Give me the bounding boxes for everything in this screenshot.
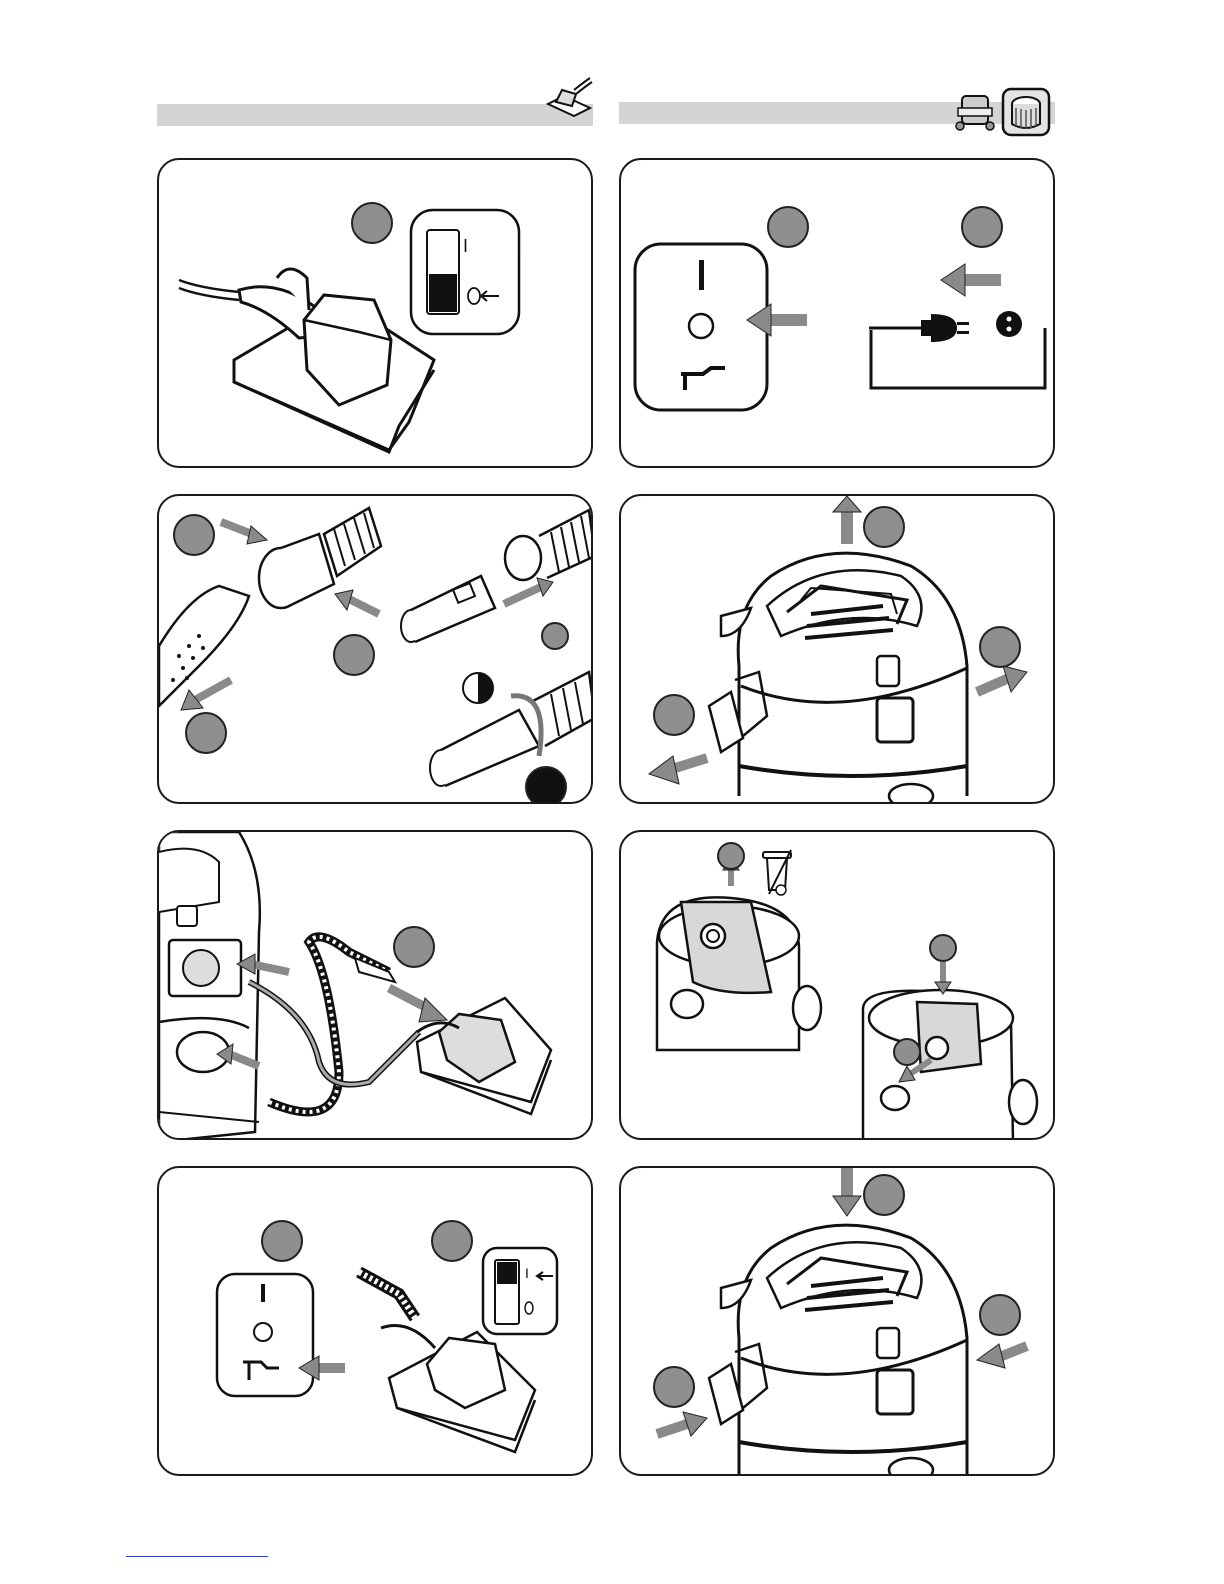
step-marker bbox=[767, 206, 809, 248]
sander-tool-icon bbox=[540, 74, 596, 124]
panel-sander-switch-off: I bbox=[157, 158, 593, 468]
step-marker bbox=[351, 202, 393, 244]
section-header-bar-left bbox=[157, 104, 593, 126]
panel-remove-motor-head bbox=[619, 494, 1055, 804]
step-marker bbox=[393, 926, 435, 968]
cartridge-filter-icon bbox=[1000, 86, 1052, 138]
step-marker bbox=[717, 842, 745, 870]
step-marker bbox=[173, 514, 215, 556]
step-marker bbox=[863, 506, 905, 548]
step-marker bbox=[863, 1174, 905, 1216]
panel-hose-adapters bbox=[157, 494, 593, 804]
footer-link-underline bbox=[126, 1556, 268, 1557]
switch-on-label-small: I bbox=[525, 1265, 529, 1281]
step-marker bbox=[261, 1220, 303, 1262]
step-marker bbox=[929, 934, 957, 962]
panel-replace-dust-bag bbox=[619, 830, 1055, 1140]
step-marker bbox=[653, 694, 695, 736]
step-marker bbox=[979, 626, 1021, 668]
panel-connect-sander-vacuum bbox=[157, 830, 593, 1140]
panel-reattach-motor-head bbox=[619, 1166, 1055, 1476]
step-marker bbox=[653, 1366, 695, 1408]
panel-power-on: I bbox=[157, 1166, 593, 1476]
step-marker bbox=[541, 622, 569, 650]
step-marker bbox=[525, 766, 567, 804]
step-marker bbox=[961, 206, 1003, 248]
step-marker bbox=[893, 1038, 921, 1066]
motor-unit-icon bbox=[952, 86, 1000, 136]
switch-on-label: I bbox=[463, 236, 468, 257]
panel-switch-off-unplug bbox=[619, 158, 1055, 468]
step-marker bbox=[185, 712, 227, 754]
step-marker bbox=[333, 634, 375, 676]
step-marker bbox=[431, 1220, 473, 1262]
step-marker bbox=[979, 1294, 1021, 1336]
